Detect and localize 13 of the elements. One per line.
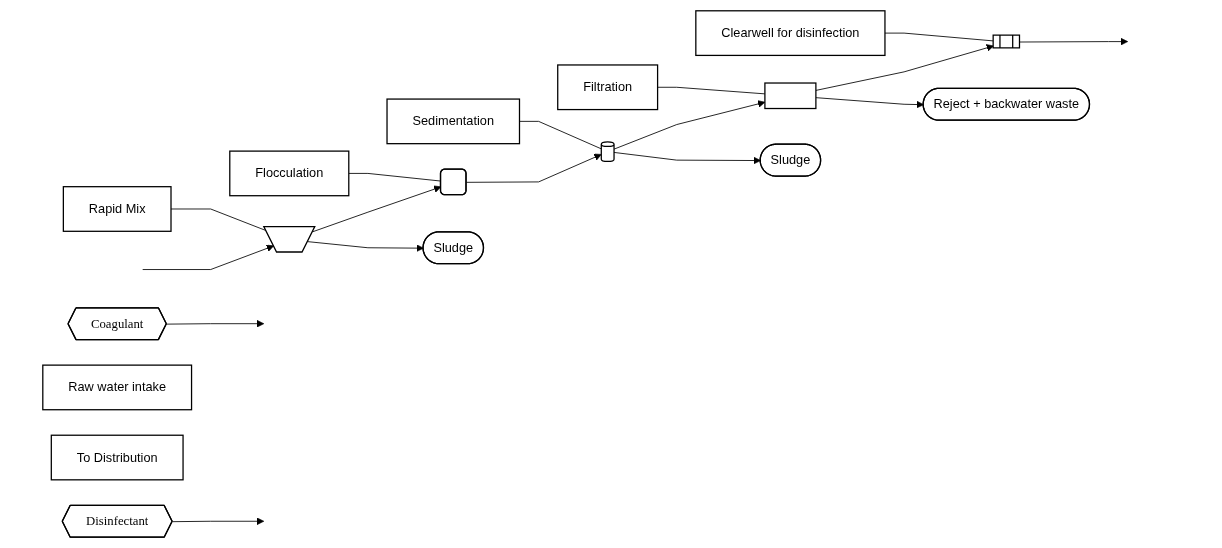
node-box: To Distribution (50, 434, 184, 481)
node-box: Clearwell for disinfection (695, 10, 886, 57)
node-box: Sedimentation (386, 98, 521, 145)
node-trapezoid (263, 225, 317, 253)
node-box (764, 82, 817, 110)
node-box (992, 34, 1021, 49)
node-box: Raw water intake (42, 364, 193, 411)
connector (657, 86, 766, 95)
node-box: Filtration (557, 64, 659, 111)
connector (519, 120, 602, 150)
node-cylinder (600, 141, 615, 163)
node-box: Rapid Mix (62, 186, 172, 232)
node-box: Flocculation (229, 150, 350, 197)
